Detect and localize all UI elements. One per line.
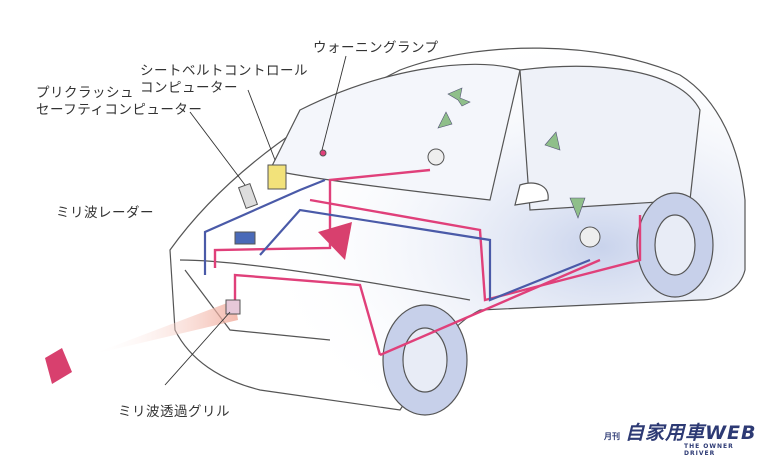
precrash-computer bbox=[237, 182, 259, 210]
warning-lamp bbox=[319, 149, 327, 157]
green-arrows bbox=[437, 87, 586, 219]
leader-lines bbox=[164, 55, 347, 386]
wiring-red bbox=[213, 168, 642, 357]
relay-box bbox=[234, 231, 256, 245]
label-grille: ミリ波透過グリル bbox=[118, 404, 230, 420]
radar-wave bbox=[90, 300, 238, 355]
logo-title: 自家用車WEB bbox=[625, 422, 757, 444]
seatbelt-computer bbox=[267, 164, 287, 190]
pink-arrow-car bbox=[318, 222, 352, 260]
arrow-icon bbox=[569, 197, 586, 219]
label-precrash-line1: プリクラッシュ bbox=[36, 85, 134, 101]
arrow-icon bbox=[437, 111, 453, 129]
label-seatbelt-line2: コンピューター bbox=[140, 80, 238, 96]
wiring-blue bbox=[203, 178, 591, 302]
logo: 月刊 自家用車WEB THE OWNER DRIVER bbox=[604, 418, 764, 457]
label-precrash-line2: セーフティコンピューター bbox=[36, 102, 203, 118]
seatbelt-motor-rear bbox=[579, 226, 601, 248]
car-body bbox=[169, 47, 746, 416]
logo-prefix: 月刊 bbox=[604, 432, 620, 441]
radar-sensor bbox=[225, 299, 241, 315]
pink-arrow-incoming bbox=[45, 348, 72, 384]
components bbox=[225, 148, 601, 315]
logo-subtitle: THE OWNER DRIVER bbox=[684, 443, 734, 457]
label-radar: ミリ波レーダー bbox=[56, 205, 154, 221]
seatbelt-motor-front bbox=[427, 148, 445, 166]
label-seatbelt-line1: シートベルトコントロール bbox=[140, 63, 308, 79]
arrow-icon bbox=[447, 87, 471, 107]
label-warning-lamp: ウォーニングランプ bbox=[313, 40, 439, 56]
arrow-icon bbox=[544, 131, 561, 151]
